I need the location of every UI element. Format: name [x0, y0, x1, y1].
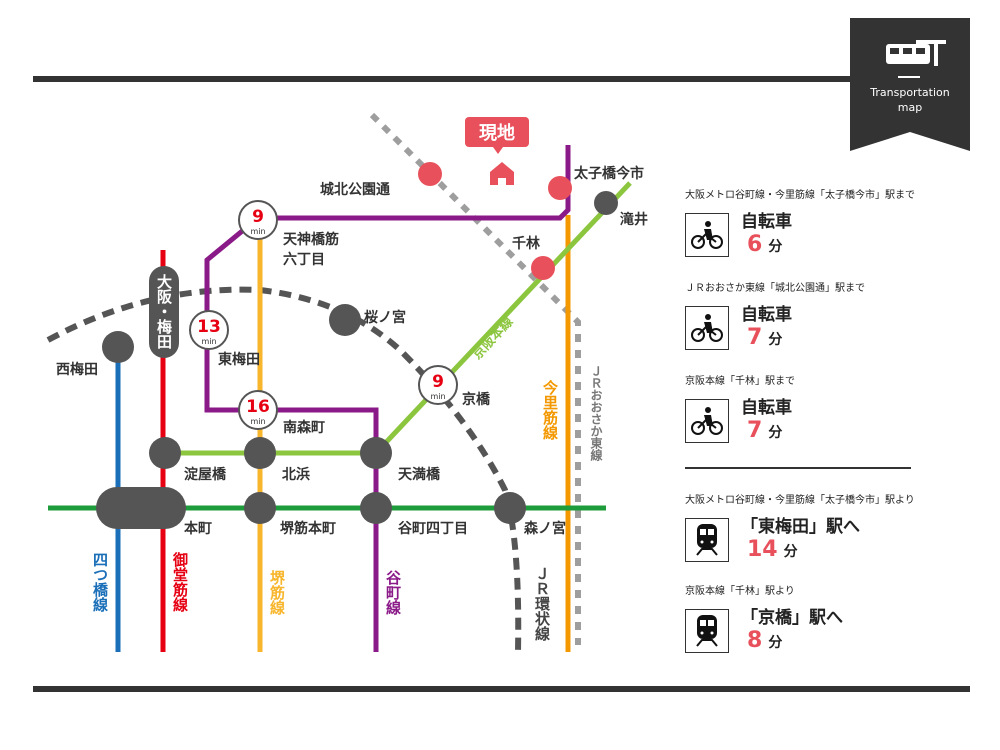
- top-rule: [33, 76, 853, 82]
- label-tanimachi-line: 谷町線: [384, 570, 402, 616]
- station-sakaisujihonmachi: [244, 492, 276, 524]
- station-umeda: [149, 266, 179, 358]
- label-sakuranomiya: 桜ノ宮: [364, 309, 406, 326]
- label-higashiumeda: 東梅田: [218, 351, 260, 368]
- access-destination: 「京橋」駅へ: [741, 608, 843, 628]
- label-imazatosuji-line: 今里筋線: [541, 379, 559, 441]
- label-joto: 城北公園通: [320, 181, 390, 198]
- label-takii: 滝井: [620, 211, 648, 228]
- access-unit: 分: [768, 332, 783, 348]
- access-mode: 自転車: [741, 305, 792, 325]
- access-minutes: 7: [747, 418, 763, 443]
- access-minutes: 14: [747, 537, 778, 562]
- bicycle-icon: [685, 306, 729, 350]
- access-mode: 自転車: [741, 398, 792, 418]
- svg-text:9: 9: [252, 207, 264, 227]
- label-midosuji-line: 御堂筋線: [171, 551, 189, 613]
- access-minutes: 8: [747, 628, 763, 653]
- time-badge: 9 min: [238, 200, 278, 240]
- label-morinomiya: 森ノ宮: [524, 520, 566, 537]
- tanimachi-line: [204, 145, 571, 652]
- access-unit: 分: [768, 635, 783, 651]
- label-honmachi: 本町: [184, 520, 212, 537]
- svg-text:13: 13: [197, 317, 221, 337]
- label-jr-osaka-higashi-line: ＪＲおおさか東線: [589, 365, 603, 462]
- access-caption: 大阪メトロ谷町線・今里筋線「太子橋今市」駅より: [685, 495, 915, 506]
- svg-text:16: 16: [246, 397, 270, 417]
- label-tanimachi4: 谷町四丁目: [398, 521, 468, 537]
- access-minutes: 7: [747, 325, 763, 350]
- access-minutes: 6: [747, 232, 763, 257]
- train-icon: [685, 518, 729, 562]
- access-caption: 京阪本線「千林」駅より: [685, 586, 795, 597]
- access-caption: 大阪メトロ谷町線・今里筋線「太子橋今市」駅まで: [685, 190, 915, 201]
- station-senbayashi: [531, 256, 555, 280]
- station-morinomiya: [494, 492, 526, 524]
- badge-shape: Transportation map: [850, 18, 970, 151]
- access-caption: ＪＲおおさか東線「城北公園通」駅まで: [685, 283, 865, 294]
- bottom-rule: [33, 686, 970, 692]
- panel-divider: [685, 467, 911, 469]
- label-keihan-line: 京阪本線: [469, 313, 517, 363]
- station-taishibashi: [548, 176, 572, 200]
- label-nishiumeda: 西梅田: [56, 361, 98, 378]
- station-takii: [594, 191, 618, 215]
- route-map: 大阪・梅田 現地 9 min 13 min 16 min: [46, 112, 648, 653]
- current-location-label: 現地: [479, 122, 515, 144]
- time-badge: 16 min: [238, 390, 278, 430]
- access-unit: 分: [783, 544, 798, 560]
- access-unit: 分: [768, 239, 783, 255]
- label-tenjinbashi-1: 天神橋筋: [283, 231, 339, 248]
- train-icon: [685, 609, 729, 653]
- jr-osaka-higashi-line: [369, 112, 581, 645]
- station-kitahama: [244, 437, 276, 469]
- station-yodoyabashi: [149, 437, 181, 469]
- home-icon: [490, 162, 514, 185]
- access-unit: 分: [768, 425, 783, 441]
- bicycle-icon: [685, 213, 729, 257]
- station-tanimachi4: [360, 492, 392, 524]
- svg-text:min: min: [250, 417, 265, 426]
- label-jr-loop-line: ＪＲ環状線: [533, 566, 551, 642]
- label-tenmabashi: 天満橋: [398, 466, 441, 483]
- train-station-icon: [886, 40, 946, 78]
- svg-text:min: min: [201, 337, 216, 346]
- svg-text:min: min: [430, 392, 445, 401]
- label-kyobashi: 京橋: [462, 391, 491, 408]
- label-sakaisuji-line: 堺筋線: [268, 569, 286, 616]
- label-umeda: 大阪・梅田: [155, 273, 173, 350]
- label-kitahama: 北浜: [282, 466, 310, 483]
- label-taishibashi: 太子橋今市: [574, 165, 644, 182]
- badge-subtitle: map: [898, 101, 922, 114]
- access-caption: 京阪本線「千林」駅まで: [685, 376, 795, 387]
- label-yodoyabashi: 淀屋橋: [184, 466, 227, 483]
- svg-text:9: 9: [432, 372, 444, 392]
- station-honmachi: [96, 487, 186, 529]
- label-tenjinbashi-2: 六丁目: [283, 251, 325, 268]
- transportation-map-badge: Transportation map: [850, 18, 970, 151]
- station-joto: [418, 162, 442, 186]
- label-yotsubashi-line: 四つ橋線: [91, 552, 109, 613]
- access-destination: 「東梅田」駅へ: [741, 517, 860, 537]
- current-location-marker: 現地: [465, 117, 529, 185]
- label-sakaisujihonmachi: 堺筋本町: [280, 520, 336, 537]
- access-mode: 自転車: [741, 212, 792, 232]
- time-badge: 9 min: [418, 365, 458, 405]
- station-tenmabashi: [360, 437, 392, 469]
- label-senbayashi: 千林: [512, 235, 540, 252]
- bicycle-icon: [685, 399, 729, 443]
- station-sakuranomiya: [329, 304, 361, 336]
- station-nishiumeda: [102, 331, 134, 363]
- svg-text:min: min: [250, 227, 265, 236]
- label-minamimorimachi: 南森町: [283, 419, 325, 436]
- time-badge: 13 min: [189, 310, 229, 350]
- badge-title: Transportation: [869, 86, 949, 99]
